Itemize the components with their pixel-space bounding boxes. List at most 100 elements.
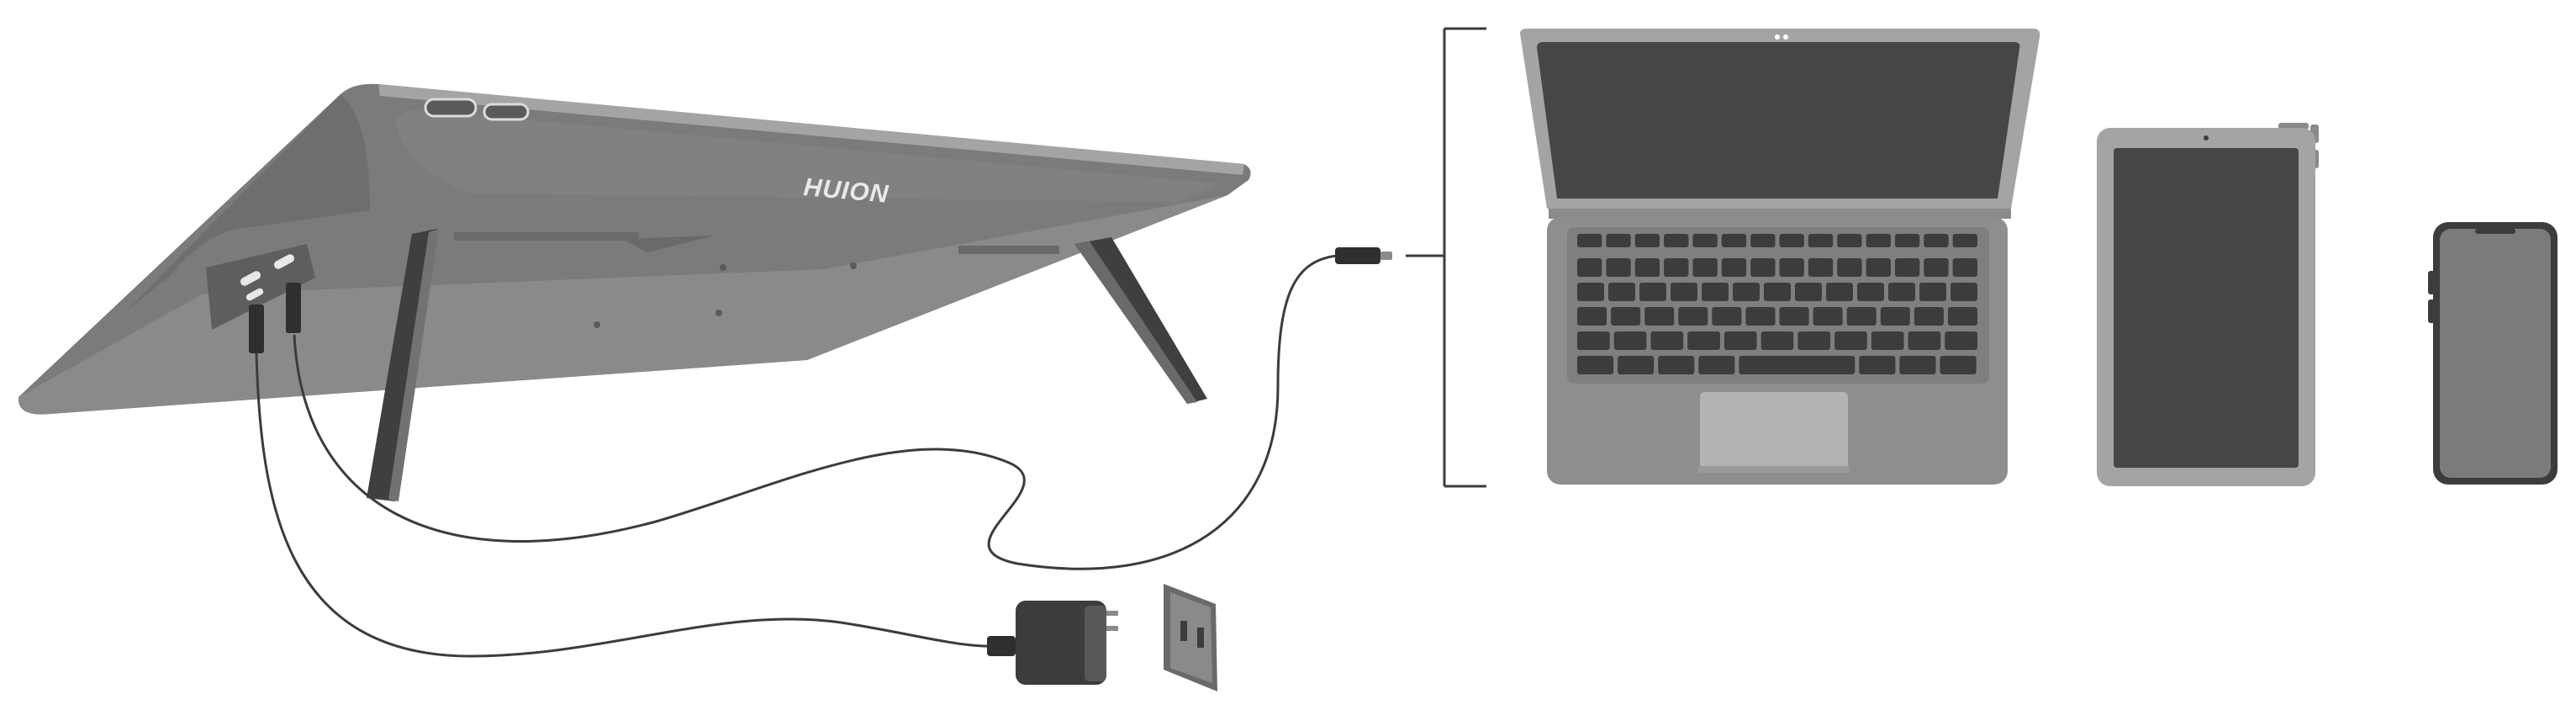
tablet-top-button: [425, 99, 476, 116]
device-bracket: [1409, 29, 1486, 486]
laptop-key: [1733, 283, 1760, 301]
laptop-key: [1895, 234, 1919, 247]
laptop-camera: [1783, 34, 1788, 40]
laptop-key: [1608, 283, 1635, 301]
laptop-key: [1953, 234, 1977, 247]
laptop-key: [1837, 234, 1861, 247]
laptop-key: [1919, 283, 1946, 301]
laptop-key: [1764, 283, 1791, 301]
tablet-device-camera: [2204, 135, 2209, 140]
laptop-key: [1611, 307, 1640, 326]
laptop-key: [1577, 283, 1604, 301]
laptop-key: [1639, 283, 1666, 301]
laptop-screen: [1537, 42, 2019, 199]
laptop-key: [1940, 356, 1977, 374]
usb-c-connector: [286, 283, 301, 333]
laptop-key: [1895, 258, 1919, 277]
laptop-key: [1837, 258, 1861, 277]
laptop-key: [1826, 283, 1853, 301]
laptop-key: [1577, 331, 1610, 350]
laptop-key: [1948, 307, 1977, 326]
laptop-key: [1761, 331, 1794, 350]
laptop-key: [1614, 331, 1647, 350]
laptop-key: [1871, 331, 1904, 350]
laptop-key: [1644, 307, 1674, 326]
usb-c-tip: [1380, 252, 1392, 260]
laptop-key: [1745, 307, 1775, 326]
laptop-key: [1712, 307, 1741, 326]
usb-c-connector-device: [1335, 247, 1412, 264]
laptop-key: [1577, 258, 1602, 277]
laptop-key: [1658, 356, 1694, 374]
power-adapter-side: [1085, 606, 1106, 681]
laptop-key: [1635, 258, 1660, 277]
laptop-key: [1808, 234, 1833, 247]
tablet-screw-hole: [850, 262, 857, 269]
laptop: [1520, 29, 2040, 485]
laptop-key: [1664, 258, 1688, 277]
laptop-key: [1692, 234, 1717, 247]
laptop-key: [1650, 331, 1683, 350]
tablet-stand-leg-right-edge: [1074, 241, 1197, 404]
laptop-key: [1606, 258, 1630, 277]
laptop-key: [1914, 307, 1944, 326]
laptop-key: [1635, 234, 1660, 247]
laptop-key: [1857, 283, 1884, 301]
smartphone-notch: [2475, 229, 2515, 234]
usb-c-connector: [1335, 247, 1380, 264]
laptop-key: [1780, 307, 1809, 326]
laptop-key: [1899, 356, 1935, 374]
wall-outlet-slot: [1180, 621, 1187, 641]
tablet-device-screen: [2114, 148, 2299, 468]
laptop-key: [1859, 356, 1895, 374]
laptop-key: [1722, 234, 1746, 247]
tablet-screw-hole: [715, 310, 722, 316]
laptop-key: [1881, 307, 1910, 326]
laptop-key: [1724, 331, 1757, 350]
power-adapter-prong: [1106, 611, 1118, 616]
laptop-key: [1702, 283, 1729, 301]
laptop-key: [1606, 234, 1630, 247]
laptop-key: [1698, 356, 1734, 374]
laptop-key: [1577, 234, 1602, 247]
wall-outlet-face: [1170, 592, 1212, 683]
pen-display-tablet: HUION: [18, 84, 1251, 501]
laptop-key: [1577, 307, 1607, 326]
laptop-key: [1692, 258, 1717, 277]
laptop-key: [1953, 258, 1977, 277]
power-cable-plug: [987, 636, 1016, 656]
laptop-key: [1750, 234, 1775, 247]
laptop-key: [1739, 356, 1855, 374]
tablet-top-button: [484, 104, 528, 119]
smartphone: [2428, 222, 2558, 485]
laptop-key: [1664, 234, 1688, 247]
tablet-screw-hole: [594, 321, 600, 328]
laptop-key: [1888, 283, 1915, 301]
laptop-key: [1795, 283, 1822, 301]
tablet-screw-hole: [720, 264, 726, 271]
laptop-key: [1808, 258, 1833, 277]
laptop-key: [1722, 258, 1746, 277]
laptop-key: [1671, 283, 1697, 301]
wall-outlet-slot: [1197, 628, 1204, 648]
laptop-key: [1908, 331, 1941, 350]
laptop-key: [1618, 356, 1654, 374]
usb-c-connector: [249, 305, 264, 353]
laptop-camera: [1775, 34, 1780, 40]
laptop-front-lip: [1698, 466, 1850, 473]
laptop-key: [1924, 234, 1948, 247]
tablet-vent: [454, 232, 639, 241]
laptop-key: [1780, 258, 1804, 277]
tablet-vent: [958, 246, 1059, 254]
laptop-key: [1780, 234, 1804, 247]
laptop-key: [1750, 258, 1775, 277]
laptop-key: [1847, 307, 1877, 326]
laptop-key: [1687, 331, 1720, 350]
laptop-key: [1834, 331, 1867, 350]
laptop-key: [1924, 258, 1948, 277]
laptop-key: [1678, 307, 1708, 326]
smartphone-screen: [2440, 229, 2551, 478]
laptop-key: [1813, 307, 1843, 326]
power-adapter: [987, 601, 1118, 685]
